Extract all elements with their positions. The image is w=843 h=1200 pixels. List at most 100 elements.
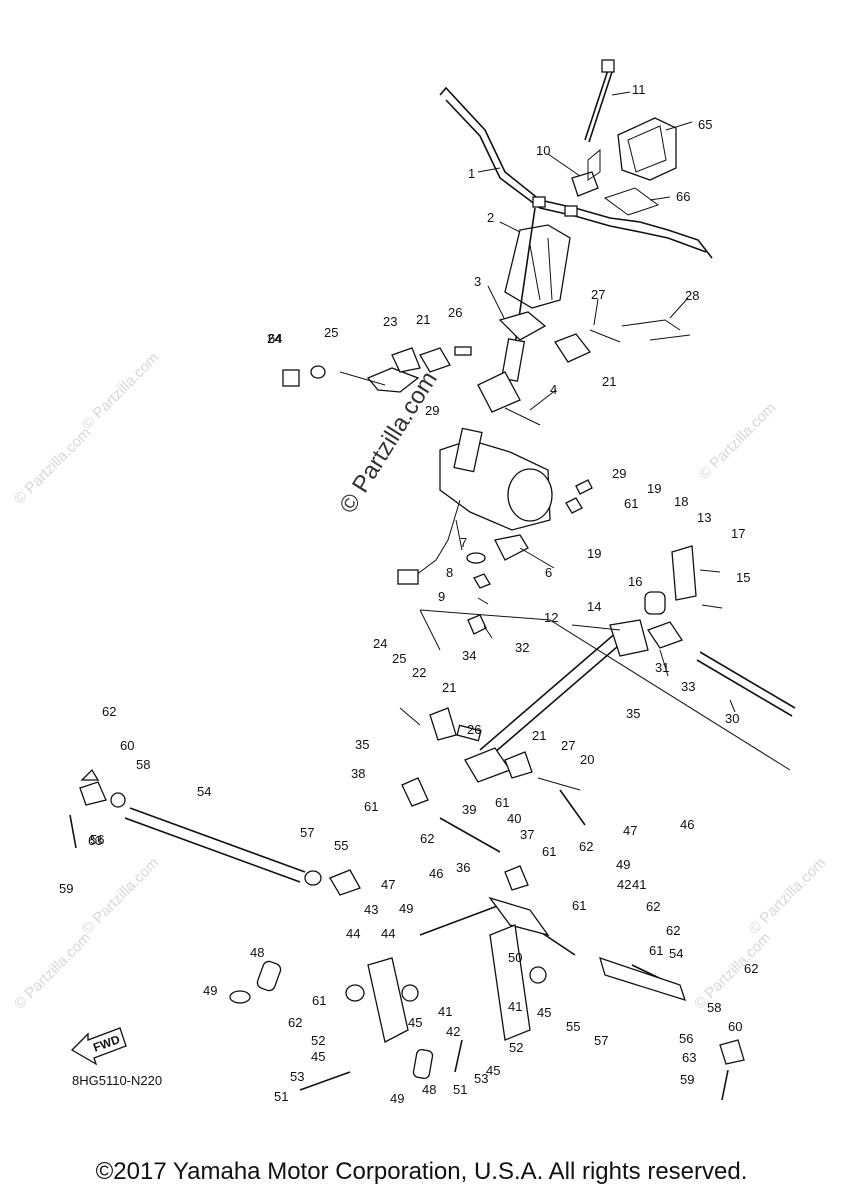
- part-number-label: 6: [545, 565, 552, 580]
- part-number-label: 36: [456, 860, 470, 875]
- handlebar-cover: [617, 117, 677, 181]
- part-number-label: 44: [381, 926, 395, 941]
- part-number-label: 42: [446, 1024, 460, 1039]
- part-number-label: 62: [646, 899, 660, 914]
- bushing-45: [401, 984, 419, 1002]
- tie-rod-54: [129, 807, 306, 873]
- pin-26-lower: [456, 724, 482, 742]
- part-number-label: 22: [412, 665, 426, 680]
- part-number-label: 35: [355, 737, 369, 752]
- part-number-label: 33: [681, 679, 695, 694]
- part-number-label: 18: [674, 494, 688, 509]
- bolt-59-right: [721, 1069, 729, 1101]
- watermark-faint: © Partzilla.com: [696, 399, 779, 482]
- part-number-label: 62: [666, 923, 680, 938]
- part-number-label: 47: [623, 823, 637, 838]
- rod-25-lower: [399, 707, 421, 726]
- part-number-label: 57: [594, 1033, 608, 1048]
- part-number-label: 49: [616, 857, 630, 872]
- ball-joint-55: [329, 869, 361, 896]
- tie-rod-30: [699, 651, 796, 709]
- part-number-label: 24: [373, 636, 387, 651]
- leader-lines: [477, 91, 736, 713]
- part-number-label: 45: [408, 1015, 422, 1030]
- part-number-label: 61: [495, 795, 509, 810]
- bolt-11: [584, 69, 609, 141]
- part-number-label: 64: [268, 331, 282, 346]
- rod-25: [339, 371, 386, 386]
- part-number-label: 46: [429, 866, 443, 881]
- part-number-label: 59: [59, 881, 73, 896]
- part-number-label: 15: [736, 570, 750, 585]
- part-number-label: 28: [685, 288, 699, 303]
- tie-rod-54-right-body: [599, 956, 687, 1001]
- part-number-label: 26: [467, 722, 481, 737]
- tie-rod-30-edge: [696, 659, 793, 717]
- plate-27-lower: [537, 777, 581, 791]
- watermark-faint: © Partzilla.com: [691, 929, 774, 1012]
- part-number-label: 53: [474, 1071, 488, 1086]
- part-number-label: 60: [120, 738, 134, 753]
- part-number-label: 16: [628, 574, 642, 589]
- part-number-label: 61: [649, 943, 663, 958]
- part-number-label: 65: [698, 117, 712, 132]
- link-50: [488, 896, 550, 937]
- nut-24: [310, 365, 326, 379]
- part-number-label: 52: [509, 1040, 523, 1055]
- nut-34: [467, 614, 487, 635]
- part-number-label: 62: [288, 1015, 302, 1030]
- part-number-label: 60: [728, 1019, 742, 1034]
- callout-box: [419, 609, 791, 771]
- part-number-label: 9: [438, 589, 445, 604]
- part-number-label: 3: [474, 274, 481, 289]
- part-number-label: 21: [442, 680, 456, 695]
- pad-ribs: [529, 237, 553, 301]
- part-number-label: 29: [425, 403, 439, 418]
- part-number-label: 62: [420, 831, 434, 846]
- part-number-label: 32: [515, 640, 529, 655]
- part-number-label: 21: [602, 374, 616, 389]
- bushing-44: [345, 984, 365, 1002]
- part-number-label: 61: [572, 898, 586, 913]
- collar-48-right: [412, 1048, 434, 1080]
- bushing-14: [644, 591, 666, 615]
- nut-58: [110, 792, 126, 808]
- arm-23: [366, 367, 420, 393]
- part-number-label: 7: [460, 535, 467, 550]
- part-number-label: 63: [88, 833, 102, 848]
- part-number-label: 17: [731, 526, 745, 541]
- cover-detail: [627, 125, 667, 173]
- part-number-label: 31: [655, 660, 669, 675]
- sticker-66: [603, 187, 660, 216]
- parts-diagram: © Partzilla.com © Partzilla.com © Partzi…: [11, 59, 829, 1106]
- part-number-label: 54: [197, 784, 211, 799]
- part-number-label: 23: [383, 314, 397, 329]
- part-number-label: 49: [399, 901, 413, 916]
- part-number-label: 1: [468, 166, 475, 181]
- part-number-label: 61: [542, 844, 556, 859]
- part-number-label: 55: [566, 1019, 580, 1034]
- ball-joint-37: [504, 865, 529, 891]
- part-number-label: 57: [300, 825, 314, 840]
- part-number-label: 55: [334, 838, 348, 853]
- fwd-arrow: FWD: [70, 1027, 127, 1066]
- clamp-plate: [587, 148, 601, 181]
- clip-29: [575, 479, 593, 495]
- shaft-bracket: [609, 619, 649, 657]
- part-number-label: 51: [453, 1082, 467, 1097]
- collar-48: [256, 960, 282, 992]
- part-number-label: 25: [392, 651, 406, 666]
- nut-61: [565, 497, 583, 514]
- part-number-label: 46: [680, 817, 694, 832]
- part-number-label: 41: [438, 1004, 452, 1019]
- arm-6: [494, 534, 529, 561]
- part-number-label: 49: [390, 1091, 404, 1106]
- bolt-11-edge: [588, 71, 613, 143]
- part-number-label: 62: [102, 704, 116, 719]
- part-number-label: 52: [311, 1033, 325, 1048]
- watermark-faint: © Partzilla.com: [746, 854, 829, 937]
- part-number-label: 11: [632, 82, 646, 97]
- part-number-label: 66: [676, 189, 690, 204]
- bolts-15-17: [699, 569, 723, 609]
- part-number-label: 50: [508, 950, 522, 965]
